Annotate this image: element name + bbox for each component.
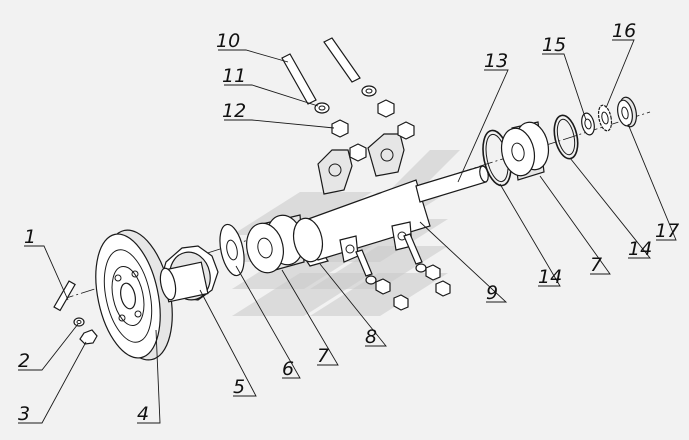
housing-studs-top [281,37,415,162]
label-16: 16 [612,20,636,42]
round-nut [617,96,638,128]
tab-washer [597,104,613,132]
label-2: 2 [18,350,30,372]
sprocket [159,245,219,303]
thrust-washer [219,223,245,277]
label-6: 6 [282,358,294,380]
label-3: 3 [18,403,30,425]
label-7-left: 7 [317,345,329,367]
label-14-right: 14 [628,238,652,260]
bearing-housing [292,133,489,263]
retaining-ring-right [553,114,579,160]
label-4: 4 [137,403,149,425]
pulley-bolt [53,280,98,345]
label-8: 8 [365,326,377,348]
label-5: 5 [233,376,245,398]
label-14-left: 14 [538,266,562,288]
label-11: 11 [222,65,246,87]
label-13: 13 [484,50,508,72]
label-9: 9 [486,282,498,304]
label-15: 15 [542,34,566,56]
leader-lines [18,39,677,424]
lock-washer [581,112,595,136]
label-17: 17 [655,220,679,242]
label-7-right: 7 [590,254,602,276]
label-10: 10 [216,30,240,52]
housing-studs-bottom [355,233,451,311]
label-1: 1 [24,226,36,248]
pulley [95,229,173,361]
label-12: 12 [222,100,246,122]
bearing-right [500,121,550,181]
